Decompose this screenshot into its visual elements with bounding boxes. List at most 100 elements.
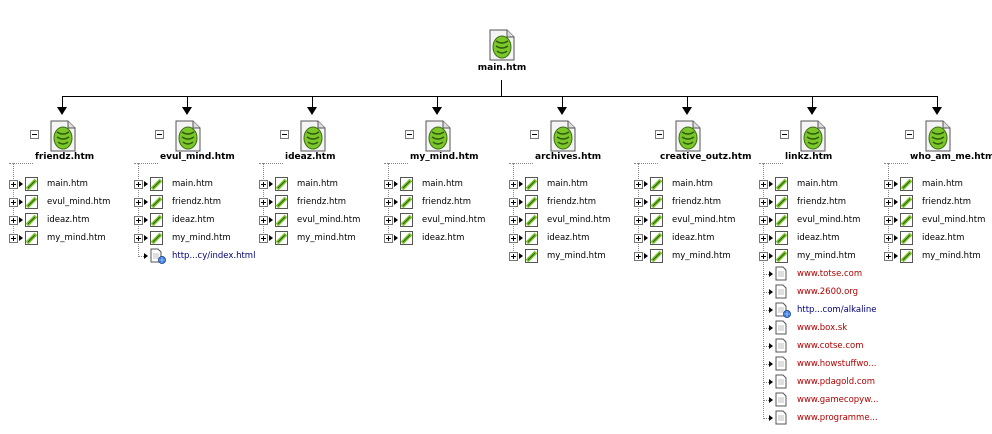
child-page-label[interactable]: main.htm — [672, 179, 713, 189]
expand-toggle[interactable] — [134, 180, 143, 189]
child-page-label[interactable]: ideaz.htm — [422, 233, 465, 243]
page-node-linkz[interactable]: linkz.htm — [785, 152, 833, 162]
child-page-label[interactable]: friendz.htm — [922, 197, 972, 207]
external-link-label[interactable]: http...com/alkaline — [797, 305, 877, 315]
expand-toggle[interactable] — [759, 234, 768, 243]
child-page-label[interactable]: friendz.htm — [547, 197, 597, 207]
child-page-label[interactable]: ideaz.htm — [172, 215, 215, 225]
expand-toggle[interactable] — [884, 198, 893, 207]
child-page-label[interactable]: main.htm — [297, 179, 338, 189]
child-page-label[interactable]: my_mind.htm — [47, 233, 106, 243]
external-link-label[interactable]: www.2600.org — [797, 287, 859, 297]
expand-toggle[interactable] — [509, 234, 518, 243]
child-page-label[interactable]: main.htm — [172, 179, 213, 189]
expand-toggle[interactable] — [134, 234, 143, 243]
expand-toggle[interactable] — [634, 234, 643, 243]
page-node-archives[interactable]: archives.htm — [535, 152, 602, 162]
root-page-label[interactable]: main.htm — [477, 63, 527, 73]
page-node-evul-mind[interactable]: evul_mind.htm — [160, 152, 235, 162]
external-link-label[interactable]: www.pdagold.com — [797, 377, 875, 387]
child-page-label[interactable]: friendz.htm — [422, 197, 472, 207]
expand-toggle[interactable] — [759, 252, 768, 261]
expand-toggle[interactable] — [259, 234, 268, 243]
child-page-label[interactable]: ideaz.htm — [922, 233, 965, 243]
expand-toggle[interactable] — [384, 216, 393, 225]
expand-toggle[interactable] — [9, 234, 18, 243]
child-page-label[interactable]: main.htm — [547, 179, 588, 189]
child-page-label[interactable]: evul_mind.htm — [47, 197, 111, 207]
expand-toggle[interactable] — [884, 234, 893, 243]
collapse-toggle-my-mind[interactable] — [405, 130, 414, 139]
page-node-ideaz[interactable]: ideaz.htm — [285, 152, 336, 162]
child-page-label[interactable]: evul_mind.htm — [547, 215, 611, 225]
expand-toggle[interactable] — [634, 216, 643, 225]
expand-toggle[interactable] — [259, 180, 268, 189]
expand-toggle[interactable] — [884, 216, 893, 225]
child-page-label[interactable]: ideaz.htm — [47, 215, 90, 225]
child-page-label[interactable]: my_mind.htm — [547, 251, 606, 261]
expand-toggle[interactable] — [259, 216, 268, 225]
page-node-who-am-me[interactable]: who_am_me.htm — [910, 152, 992, 162]
page-node-my-mind[interactable]: my_mind.htm — [410, 152, 479, 162]
expand-toggle[interactable] — [884, 252, 893, 261]
child-page-label[interactable]: evul_mind.htm — [422, 215, 486, 225]
expand-toggle[interactable] — [759, 198, 768, 207]
external-link-label[interactable]: http...cy/index.html — [172, 251, 256, 261]
expand-toggle[interactable] — [759, 216, 768, 225]
collapse-toggle-archives[interactable] — [530, 130, 539, 139]
external-link-label[interactable]: www.gamecopyw... — [797, 395, 879, 405]
external-link-label[interactable]: www.box.sk — [797, 323, 848, 333]
expand-toggle[interactable] — [134, 198, 143, 207]
child-page-label[interactable]: evul_mind.htm — [297, 215, 361, 225]
collapse-toggle-linkz[interactable] — [780, 130, 789, 139]
page-node-friendz[interactable]: friendz.htm — [35, 152, 95, 162]
expand-toggle[interactable] — [634, 198, 643, 207]
child-page-label[interactable]: friendz.htm — [797, 197, 847, 207]
child-page-label[interactable]: friendz.htm — [172, 197, 222, 207]
child-page-label[interactable]: evul_mind.htm — [797, 215, 861, 225]
expand-toggle[interactable] — [384, 234, 393, 243]
collapse-toggle-evul-mind[interactable] — [155, 130, 164, 139]
expand-toggle[interactable] — [9, 216, 18, 225]
child-page-label[interactable]: main.htm — [47, 179, 88, 189]
child-page-label[interactable]: friendz.htm — [672, 197, 722, 207]
expand-toggle[interactable] — [509, 252, 518, 261]
child-page-label[interactable]: friendz.htm — [297, 197, 347, 207]
child-page-label[interactable]: evul_mind.htm — [922, 215, 986, 225]
child-page-label[interactable]: evul_mind.htm — [672, 215, 736, 225]
expand-toggle[interactable] — [134, 216, 143, 225]
expand-toggle[interactable] — [509, 180, 518, 189]
child-page-label[interactable]: ideaz.htm — [547, 233, 590, 243]
expand-toggle[interactable] — [884, 180, 893, 189]
expand-toggle[interactable] — [759, 180, 768, 189]
child-page-label[interactable]: ideaz.htm — [797, 233, 840, 243]
child-page-label[interactable]: my_mind.htm — [797, 251, 856, 261]
expand-toggle[interactable] — [509, 198, 518, 207]
child-page-label[interactable]: ideaz.htm — [672, 233, 715, 243]
child-page-label[interactable]: my_mind.htm — [172, 233, 231, 243]
child-page-label[interactable]: my_mind.htm — [297, 233, 356, 243]
expand-toggle[interactable] — [634, 252, 643, 261]
child-page-label[interactable]: my_mind.htm — [672, 251, 731, 261]
external-link-label[interactable]: www.howstuffwo... — [797, 359, 877, 369]
expand-toggle[interactable] — [9, 198, 18, 207]
external-link-label[interactable]: www.cotse.com — [797, 341, 864, 351]
child-page-label[interactable]: main.htm — [797, 179, 838, 189]
page-icon — [150, 195, 163, 209]
external-link-label[interactable]: www.programme... — [797, 413, 878, 423]
child-page-label[interactable]: my_mind.htm — [922, 251, 981, 261]
child-page-label[interactable]: main.htm — [922, 179, 963, 189]
expand-toggle[interactable] — [9, 180, 18, 189]
collapse-toggle-creative-outz[interactable] — [655, 130, 664, 139]
collapse-toggle-friendz[interactable] — [30, 130, 39, 139]
expand-toggle[interactable] — [384, 198, 393, 207]
page-node-creative-outz[interactable]: creative_outz.htm — [660, 152, 752, 162]
collapse-toggle-ideaz[interactable] — [280, 130, 289, 139]
child-page-label[interactable]: main.htm — [422, 179, 463, 189]
expand-toggle[interactable] — [509, 216, 518, 225]
external-link-label[interactable]: www.totse.com — [797, 269, 863, 279]
collapse-toggle-who-am-me[interactable] — [905, 130, 914, 139]
expand-toggle[interactable] — [259, 198, 268, 207]
expand-toggle[interactable] — [384, 180, 393, 189]
expand-toggle[interactable] — [634, 180, 643, 189]
